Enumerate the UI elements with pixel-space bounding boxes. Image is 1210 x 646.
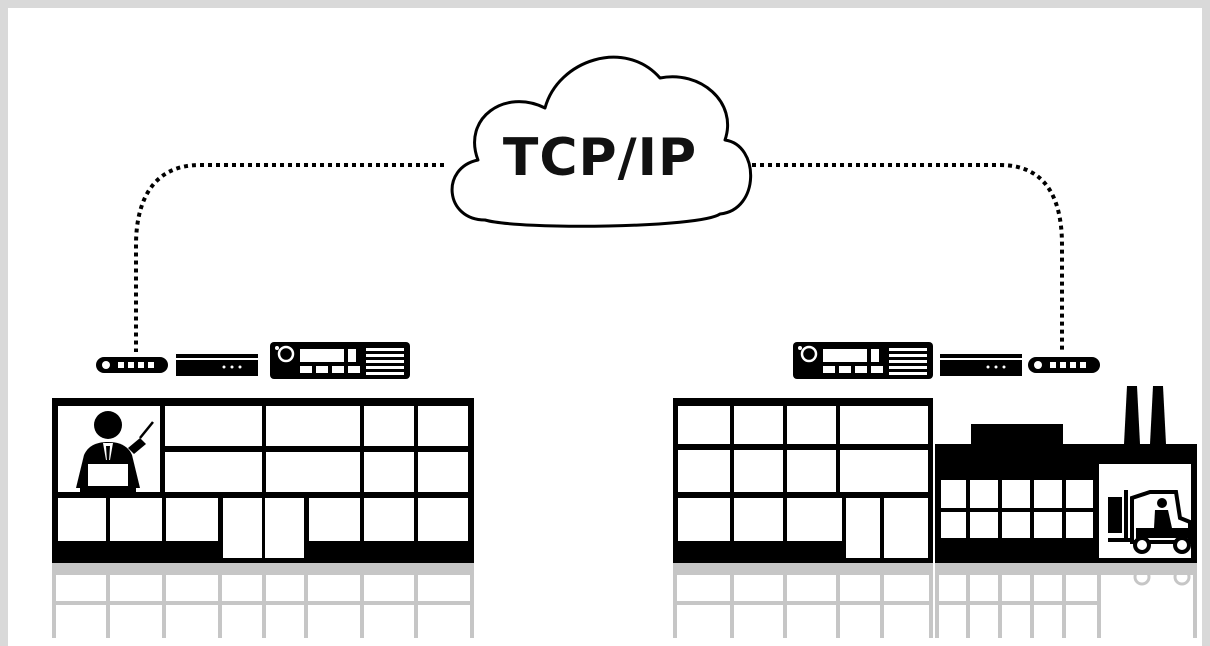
left-network-link: [134, 163, 444, 352]
left-device-group: [96, 342, 410, 379]
forklift-icon: [1108, 490, 1192, 554]
floor-reflection: [52, 563, 1197, 638]
office-building-icon: [52, 398, 474, 563]
right-network-link: [752, 163, 1064, 352]
network-links: [134, 163, 1064, 352]
left-controller: [176, 354, 258, 376]
controller-icon: [176, 354, 258, 376]
right-gateway: [1028, 357, 1100, 373]
network-diagram: TCP/IP: [52, 55, 1197, 638]
controller-icon: [940, 354, 1022, 376]
forklift-bay: [1099, 464, 1192, 558]
left-building-reflection: [52, 563, 474, 638]
left-gateway: [96, 357, 168, 373]
operator-icon: [76, 411, 154, 492]
right-device-group: [793, 342, 1100, 379]
right-radio: [793, 342, 933, 379]
cloud-icon: [450, 55, 753, 228]
operator-window: [58, 406, 160, 492]
left-radio: [270, 342, 410, 379]
office-annex: [673, 398, 933, 563]
factory-icon: [935, 386, 1197, 563]
network-label: TCP/IP: [503, 128, 697, 188]
factory: [935, 386, 1197, 563]
office-building: [52, 398, 474, 563]
right-controller: [940, 354, 1022, 376]
tcpip-cloud: TCP/IP: [450, 55, 753, 228]
office-annex-icon: [673, 398, 933, 563]
right-building-reflection: [673, 563, 1197, 638]
